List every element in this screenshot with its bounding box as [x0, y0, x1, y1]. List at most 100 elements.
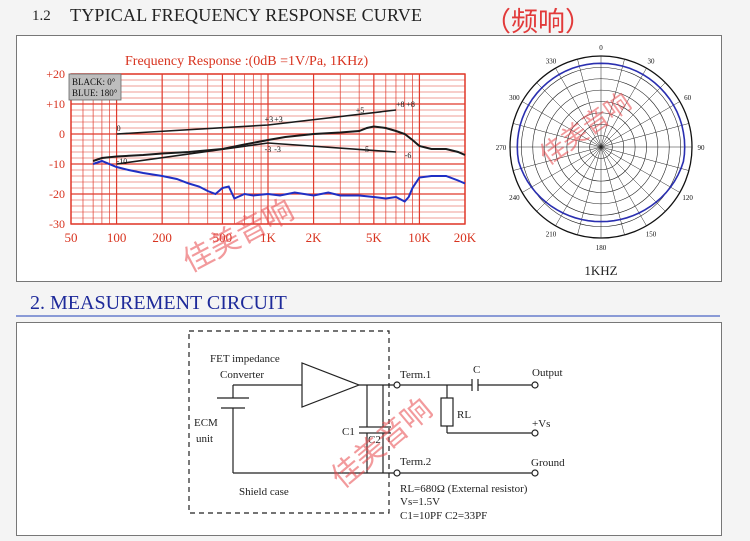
polar-angle-label: 120 [682, 194, 693, 202]
x-tick-label: 100 [107, 230, 127, 245]
polar-angle-label: 330 [546, 57, 557, 65]
polar-spoke [522, 146, 602, 193]
vs-terminal [531, 429, 539, 437]
x-tick-label: 20K [454, 230, 477, 245]
curve-marker: +8 [396, 100, 405, 109]
section-number: 1.2 [32, 8, 51, 24]
curve-marker: +5 [356, 106, 365, 115]
curve-marker: +3 [265, 115, 274, 124]
series-black-line [92, 125, 466, 162]
polar-spoke [600, 146, 689, 171]
polar-spoke [536, 82, 602, 148]
y-tick-label: +10 [46, 97, 65, 111]
measurement-circuit-panel: FET impedance Converter ECM unit Term.1 … [16, 322, 722, 536]
polar-spoke [600, 101, 680, 148]
polar-spoke [522, 101, 602, 148]
curve-marker: -3 [274, 145, 281, 154]
x-tick-label: 50 [65, 230, 78, 245]
polar-spoke [536, 146, 602, 212]
curve-marker: -6 [405, 151, 412, 160]
frequency-response-panel: Frequency Response :(0dB =1V/Pa, 1KHz) +… [16, 35, 722, 282]
polar-spoke [513, 146, 602, 171]
converter-label: Converter [220, 369, 264, 381]
polar-spoke [513, 123, 602, 148]
x-tick-label: 1K [260, 230, 277, 245]
polar-angle-label: 270 [496, 144, 507, 152]
term2-node [393, 469, 401, 477]
curve-marker: -10 [117, 157, 128, 166]
polar-angle-label: 0 [599, 44, 603, 52]
output-label: Output [532, 367, 563, 379]
series-blue-line [92, 159, 466, 203]
polar-spoke [555, 68, 602, 148]
ground-terminal [531, 469, 539, 477]
polar-angle-label: 90 [698, 144, 706, 152]
x-tick-label: 2K [306, 230, 323, 245]
chart-title: Frequency Response :(0dB =1V/Pa, 1KHz) [125, 54, 368, 69]
y-tick-label: -20 [49, 187, 65, 201]
watermark-circuit: 佳美音响 [325, 392, 438, 494]
curve-marker: +8 [406, 100, 415, 109]
plot-frame [70, 73, 466, 225]
curve-marker: -3 [265, 145, 272, 154]
ground-label: Ground [531, 457, 565, 469]
x-tick-label: 200 [152, 230, 172, 245]
polar-spoke [600, 146, 666, 212]
curve-marker: -5 [362, 145, 369, 154]
polar-spoke [600, 68, 647, 148]
polar-angle-label: 240 [509, 194, 520, 202]
chart-legend: BLACK: 0° BLUE: 180° [68, 73, 122, 101]
section-title-cn: （频响） [484, 7, 592, 38]
vs-label: +Vs [532, 418, 550, 430]
curve-marker: 0 [117, 124, 121, 133]
ecm-label: ECM [194, 417, 218, 429]
fet-amplifier-triangle [301, 362, 361, 408]
section-title-circuit: 2. MEASUREMENT CIRCUIT [30, 292, 287, 314]
y-tick-labels: +20+100-10-20-30 [46, 67, 65, 231]
legend-black: BLACK: 0° [72, 77, 116, 87]
polar-angle-label: 60 [684, 94, 692, 102]
y-tick-label: +20 [46, 67, 65, 81]
cap-c-label: C [473, 364, 480, 376]
c2-label: C2 [368, 434, 381, 446]
curve-markers: 0+3+3-3-3-10+5+8+8-5-6 [117, 100, 415, 166]
shield-case-label: Shield case [239, 486, 289, 498]
upper-limit-line [116, 109, 397, 135]
x-tick-labels: 50 100 200 500 1K 2K 5K 10K 20K [65, 230, 477, 245]
legend-blue: BLUE: 180° [72, 88, 118, 98]
note-rl: RL=680Ω (External resistor) [400, 483, 528, 495]
term1-node [393, 381, 401, 389]
x-tick-label: 10K [408, 230, 431, 245]
fet-label: FET impedance [210, 353, 280, 365]
polar-angle-label: 30 [648, 57, 656, 65]
x-tick-label: 5K [366, 230, 383, 245]
chart-series [92, 109, 466, 203]
c1-label: C1 [342, 426, 355, 438]
circuit-svg: FET impedance Converter ECM unit Term.1 … [188, 330, 565, 522]
lower-limit-line [116, 142, 397, 165]
divider [16, 315, 720, 317]
section-title: TYPICAL FREQUENCY RESPONSE CURVE [70, 5, 423, 25]
polar-pattern-line [516, 62, 686, 223]
y-tick-label: -30 [49, 217, 65, 231]
term2-label: Term.2 [400, 456, 431, 468]
polar-spoke [600, 82, 666, 148]
note-caps: C1=10PF C2=33PF [400, 510, 487, 522]
note-vs: Vs=1.5V [400, 496, 440, 508]
y-tick-label: -10 [49, 157, 65, 171]
load-resistor [440, 397, 454, 427]
polar-spoke [600, 59, 625, 148]
polar-angle-label: 210 [546, 231, 557, 239]
unit-label: unit [196, 433, 213, 445]
polar-spoke [577, 59, 602, 148]
x-tick-label: 500 [213, 230, 233, 245]
polar-caption: 1KHZ [584, 263, 617, 278]
polar-spoke [600, 123, 689, 148]
shield-case-box [188, 330, 390, 514]
rl-label: RL [457, 409, 471, 421]
charts-svg: Frequency Response :(0dB =1V/Pa, 1KHz) +… [46, 44, 705, 279]
polar-angle-label: 180 [596, 244, 607, 252]
polar-angle-label: 300 [509, 94, 520, 102]
term1-label: Term.1 [400, 369, 431, 381]
